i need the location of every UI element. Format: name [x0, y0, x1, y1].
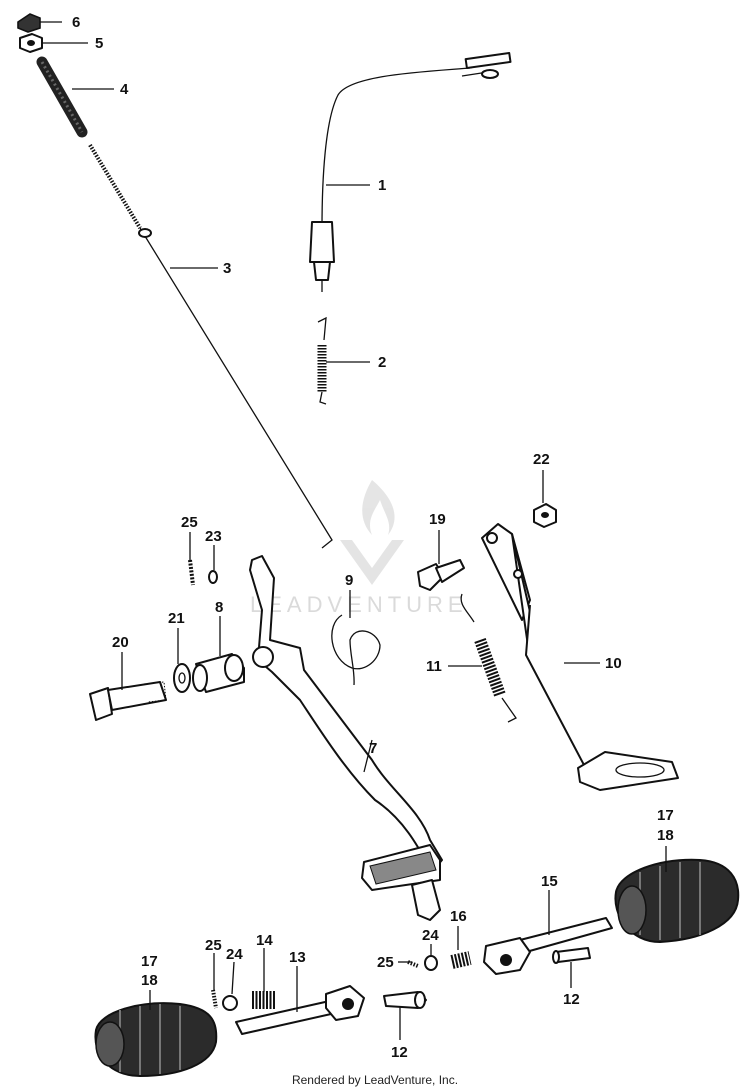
callout-18-right: 18 [657, 827, 674, 844]
part-7-brake-pedal [249, 555, 443, 921]
footer-credit: Rendered by LeadVenture, Inc. [291, 1073, 459, 1087]
part-16-spring-right [450, 951, 472, 969]
part-17-18-footrest-rubber-right [614, 858, 740, 944]
callout-24-left: 24 [226, 946, 243, 963]
leader-lines [40, 21, 667, 1040]
callout-22: 22 [533, 451, 550, 468]
part-22-nut [533, 503, 557, 528]
part-24-washer-right [424, 955, 438, 971]
callout-7: 7 [369, 740, 377, 757]
part-13-footrest-bar-left [235, 985, 365, 1035]
callout-17-right: 17 [657, 807, 674, 824]
callout-9: 9 [345, 572, 353, 589]
callout-8: 8 [215, 599, 223, 616]
watermark-v-icon [340, 540, 404, 585]
callout-labels: 6 5 4 1 3 2 22 25 23 19 9 8 20 21 11 10 … [72, 14, 674, 1061]
part-1-stop-switch-cable [309, 51, 512, 292]
part-21-washer [173, 663, 191, 693]
part-11-spring [460, 593, 517, 723]
callout-16: 16 [450, 908, 467, 925]
callout-24-right: 24 [422, 927, 439, 944]
callout-25-right: 25 [377, 954, 394, 971]
callout-23: 23 [205, 528, 222, 545]
callout-3: 3 [223, 260, 231, 277]
part-19-pivot-bolt [417, 559, 465, 591]
callout-11: 11 [426, 658, 442, 675]
callout-20: 20 [112, 634, 129, 651]
part-12-pin-right [552, 947, 591, 964]
part-9-return-spring [331, 614, 381, 686]
callout-13: 13 [289, 949, 306, 966]
part-5-adjuster [19, 33, 43, 53]
part-24-washer-left [222, 995, 238, 1011]
callout-1: 1 [378, 177, 386, 194]
callout-25-left: 25 [205, 937, 222, 954]
callout-12-right: 12 [563, 991, 580, 1008]
callout-12-left: 12 [391, 1044, 408, 1061]
watermark: LEADVENTURE [250, 480, 468, 617]
part-2-spring [317, 316, 327, 405]
callout-15: 15 [541, 873, 558, 890]
part-6-cap-nut [17, 13, 41, 33]
part-20-pivot-bolt [89, 681, 167, 721]
part-10-side-stand [481, 523, 679, 791]
callout-5: 5 [95, 35, 103, 52]
part-25-cotter-pin-upper [188, 559, 195, 586]
part-4-spring [36, 56, 88, 138]
callout-14: 14 [256, 932, 273, 949]
part-15-footrest-bar-right [483, 917, 613, 975]
callout-2: 2 [378, 354, 386, 371]
part-8-collar [192, 653, 245, 693]
callout-17-left: 17 [141, 953, 158, 970]
callout-25-upper: 25 [181, 514, 198, 531]
part-12-pin-left [383, 991, 427, 1009]
watermark-text: LEADVENTURE [250, 592, 468, 617]
callout-10: 10 [605, 655, 622, 672]
callout-4: 4 [120, 81, 129, 98]
part-17-18-footrest-rubber-left [94, 1002, 218, 1078]
callout-18-left: 18 [141, 972, 158, 989]
part-23-washer [208, 570, 218, 584]
part-25-cotter-pin-left [211, 989, 218, 1009]
watermark-flame-icon [362, 480, 395, 535]
callout-19: 19 [429, 511, 446, 528]
callout-21: 21 [168, 610, 185, 627]
callout-6: 6 [72, 14, 80, 31]
part-3-brake-rod [88, 143, 333, 549]
